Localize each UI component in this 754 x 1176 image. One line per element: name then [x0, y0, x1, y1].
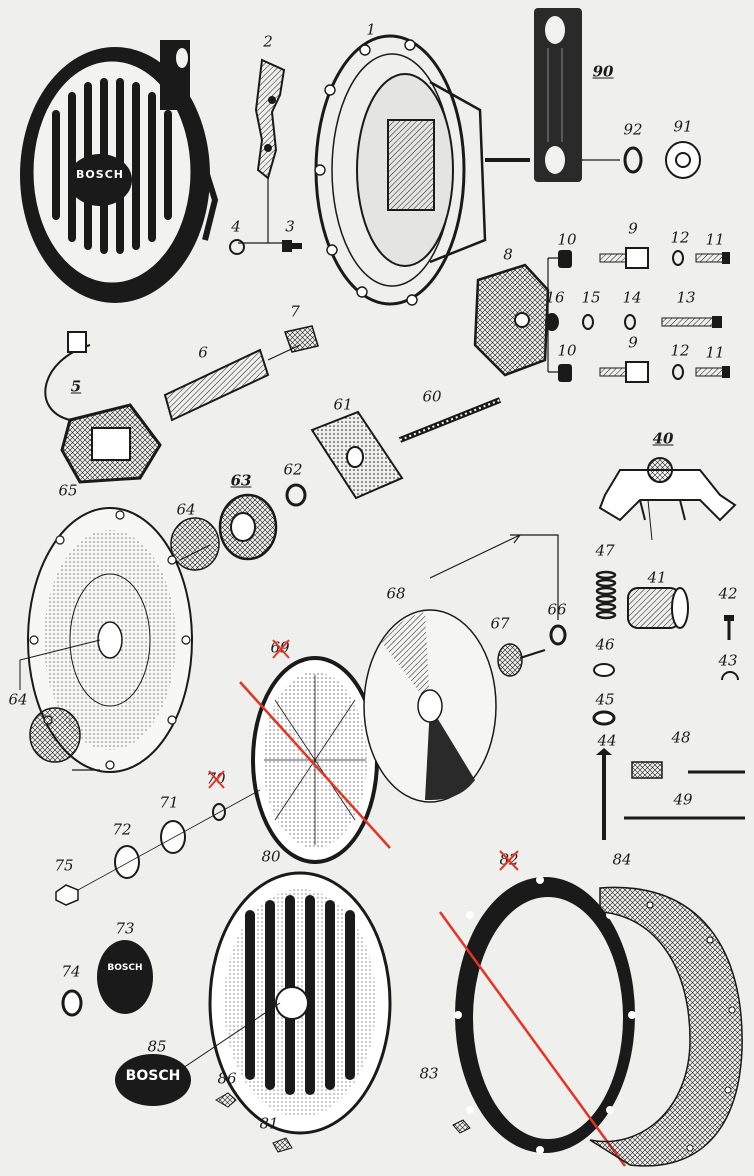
- label-84: 84: [612, 850, 632, 869]
- label-12-lower: 12: [670, 341, 690, 360]
- label-15: 15: [581, 288, 601, 307]
- label-64-upper: 64: [176, 500, 196, 519]
- label-61: 61: [333, 395, 353, 414]
- strike-line-69: [239, 681, 391, 849]
- part-7-pad: [284, 325, 319, 353]
- label-70: 70: [206, 769, 226, 788]
- label-40: 40: [652, 429, 674, 448]
- part-48-49-pins: [624, 761, 745, 820]
- part-81-screw: [272, 1137, 293, 1153]
- part-73-badge: BOSCH: [97, 940, 153, 1014]
- label-69: 69: [270, 638, 290, 657]
- label-72: 72: [112, 820, 132, 839]
- label-12-upper: 12: [670, 228, 690, 247]
- label-7: 7: [290, 302, 300, 321]
- label-68: 68: [386, 584, 406, 603]
- part-1-housing: [314, 34, 530, 306]
- label-85: 85: [147, 1037, 167, 1056]
- label-5: 5: [70, 377, 82, 396]
- label-90: 90: [592, 62, 614, 81]
- label-44: 44: [597, 731, 617, 750]
- label-49: 49: [673, 790, 693, 809]
- label-43: 43: [718, 651, 738, 670]
- label-3: 3: [285, 217, 295, 236]
- label-10-upper: 10: [557, 230, 577, 249]
- badge-85-brand-text: BOSCH: [126, 1068, 181, 1084]
- part-80-grille-cover: [179, 871, 392, 1135]
- label-82: 82: [499, 850, 519, 869]
- part-2-bracket: [238, 58, 290, 244]
- part-85-badge: BOSCH: [115, 1054, 191, 1106]
- part-68-resonator-disc: [363, 609, 497, 803]
- complete-horn-drawing: BOSCH: [20, 40, 219, 303]
- part-60-rod: [398, 397, 502, 443]
- label-9-lower: 9: [628, 333, 638, 352]
- part-42-43-screw-clip: [721, 615, 739, 681]
- strike-line-82: [438, 911, 627, 1167]
- label-71: 71: [159, 793, 179, 812]
- part-83-screw: [452, 1119, 471, 1134]
- label-42: 42: [718, 584, 738, 603]
- label-75: 75: [54, 856, 74, 875]
- label-80: 80: [261, 847, 281, 866]
- label-83: 83: [419, 1064, 439, 1083]
- label-16: 16: [545, 288, 565, 307]
- part-3-4-rivet-washer: [229, 239, 302, 255]
- label-66: 66: [547, 600, 567, 619]
- label-48: 48: [671, 728, 691, 747]
- part-44-46-bolt-washers: [592, 663, 616, 840]
- part-82-ring-obsolete: [454, 876, 636, 1154]
- part-65-diaphragm: [19, 507, 193, 773]
- label-1: 1: [366, 20, 376, 39]
- label-10-lower: 10: [557, 341, 577, 360]
- part-74-ring: [61, 989, 83, 1017]
- label-60: 60: [422, 387, 442, 406]
- label-11-lower: 11: [705, 343, 725, 362]
- part-64-disc-lower: [29, 707, 81, 763]
- terminal-screw-rows: [545, 247, 730, 383]
- badge-73-brand-text: BOSCH: [107, 963, 142, 973]
- label-41: 41: [647, 568, 667, 587]
- arrow-68: [429, 534, 559, 620]
- label-11-upper: 11: [705, 230, 725, 249]
- label-65: 65: [58, 481, 78, 500]
- label-8: 8: [503, 245, 513, 264]
- label-81: 81: [259, 1114, 279, 1133]
- label-45: 45: [595, 690, 615, 709]
- label-86: 86: [217, 1069, 237, 1088]
- part-64-disc-upper: [170, 517, 220, 571]
- part-86-screw: [215, 1092, 237, 1108]
- label-64-lower: 64: [8, 690, 28, 709]
- part-61-plate: [310, 410, 404, 500]
- part-8-terminal-block: [473, 257, 565, 377]
- label-9-upper: 9: [628, 219, 638, 238]
- label-92: 92: [623, 120, 643, 139]
- part-69-diaphragm-obsolete: [251, 656, 379, 864]
- part-70-75-small-stack: [55, 789, 261, 906]
- label-63: 63: [230, 471, 252, 490]
- part-84-gasket: [589, 886, 743, 1167]
- label-13: 13: [676, 288, 696, 307]
- label-46: 46: [595, 635, 615, 654]
- label-91: 91: [673, 117, 693, 136]
- part-91-92-nut-washer: [623, 141, 701, 179]
- label-2: 2: [263, 32, 273, 51]
- label-14: 14: [622, 288, 642, 307]
- label-74: 74: [61, 962, 81, 981]
- label-6: 6: [198, 343, 208, 362]
- part-6-core: [163, 344, 301, 422]
- label-67: 67: [490, 614, 510, 633]
- part-41-47-spring-sleeve: [595, 570, 689, 629]
- label-62: 62: [283, 460, 303, 479]
- horn-logo-text: BOSCH: [76, 168, 124, 181]
- part-67-66-screw-washer: [497, 624, 567, 677]
- label-47: 47: [595, 541, 615, 560]
- part-90-armature: [534, 8, 620, 182]
- part-40-bracket: [598, 457, 737, 541]
- label-4: 4: [231, 217, 241, 236]
- part-5-coil-assembly: [44, 331, 162, 484]
- label-73: 73: [115, 919, 135, 938]
